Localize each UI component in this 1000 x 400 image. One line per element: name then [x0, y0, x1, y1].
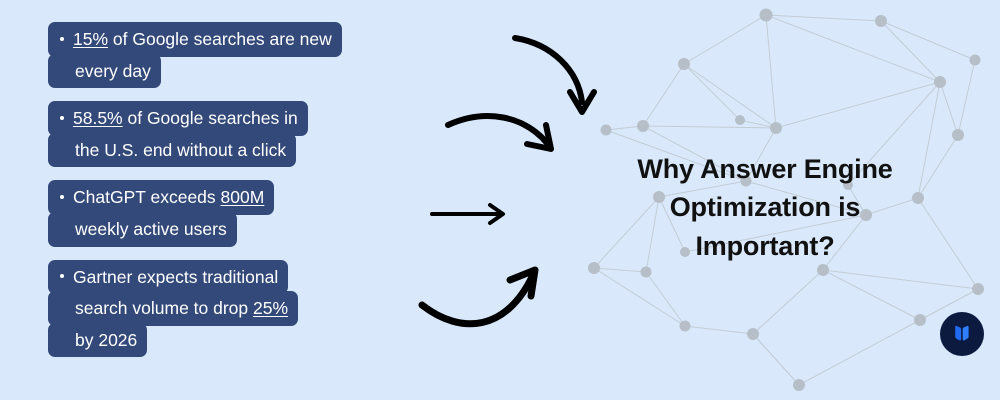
network-link	[752, 269, 824, 335]
bullet-dot-icon	[60, 36, 64, 41]
bullet-line: 15% of Google searches are new	[48, 22, 342, 57]
network-node	[934, 76, 946, 88]
stat-highlight: 25%	[253, 298, 289, 319]
heading-line-1: Why Answer Engine	[637, 154, 893, 184]
stat-highlight: 800M	[220, 187, 265, 208]
bullet-line: the U.S. end without a click	[48, 132, 297, 168]
network-node	[952, 129, 964, 141]
bullet-line-text: Gartner expects traditional	[73, 266, 279, 287]
bullet-line: every day	[48, 53, 161, 89]
network-link	[642, 63, 685, 127]
network-node	[770, 122, 782, 134]
network-link	[683, 63, 777, 129]
arrow-curved-up-right	[418, 266, 539, 328]
network-link	[752, 333, 800, 386]
bullet-line: search volume to drop 25%	[48, 291, 299, 326]
network-node	[735, 115, 745, 125]
network-node	[759, 8, 773, 22]
list-item: ChatGPT exceeds 800M weekly active users	[48, 180, 418, 247]
network-node	[747, 328, 759, 340]
network-node	[640, 266, 652, 278]
network-link	[957, 59, 976, 136]
network-link	[765, 14, 777, 129]
network-link	[775, 81, 941, 129]
network-link	[683, 63, 741, 121]
network-link	[939, 81, 959, 136]
stat-highlight: 15%	[73, 29, 109, 49]
network-link	[683, 14, 767, 65]
network-link	[605, 125, 644, 131]
list-item: Gartner expects traditional search volum…	[48, 259, 418, 358]
network-link	[822, 269, 921, 321]
page-title: Why Answer Engine Optimization is Import…	[600, 150, 930, 265]
network-link	[593, 267, 686, 327]
stat-highlight: 58.5%	[73, 108, 123, 129]
network-link	[739, 119, 777, 129]
network-node	[678, 58, 690, 70]
bullet-dot-icon	[60, 116, 64, 121]
arrow-straight-right	[430, 203, 505, 225]
network-node	[817, 264, 829, 276]
network-link	[765, 14, 882, 22]
network-node	[637, 120, 649, 132]
bullet-line-text: of Google searches in	[122, 108, 298, 129]
network-node	[600, 124, 612, 136]
network-link	[593, 267, 647, 273]
brand-logo[interactable]	[940, 312, 984, 356]
brand-logo-mark-icon	[955, 325, 969, 341]
arrow-curved-down-right	[512, 35, 597, 115]
network-link	[684, 325, 754, 335]
bullet-line: weekly active users	[48, 211, 237, 247]
bullet-line-text: weekly active users	[75, 218, 227, 239]
heading-line-2: Optimization is	[669, 192, 861, 223]
heading-line-3: Important?	[695, 230, 835, 261]
bullet-dot-icon	[60, 274, 64, 279]
network-link	[642, 125, 777, 129]
bullet-line-text: the U.S. end without a click	[75, 139, 287, 160]
list-item: 15% of Google searches are new every day	[48, 22, 418, 89]
list-item: 58.5% of Google searches in the U.S. end…	[48, 101, 418, 168]
arrow-group	[418, 35, 597, 328]
network-node	[588, 262, 600, 274]
network-link	[880, 20, 941, 83]
bullet-dot-icon	[60, 195, 64, 200]
network-link	[798, 319, 921, 386]
network-node	[972, 283, 984, 295]
bullet-line-text: of Google searches are new	[108, 29, 332, 49]
network-link	[645, 271, 686, 327]
bullet-line-text: by 2026	[75, 329, 138, 350]
network-node	[875, 15, 887, 27]
network-node	[969, 54, 981, 66]
bullet-line-text: ChatGPT exceeds	[73, 187, 221, 208]
bullet-line: ChatGPT exceeds 800M	[48, 180, 275, 215]
network-link	[752, 333, 800, 386]
network-node	[914, 314, 926, 326]
network-node	[679, 320, 691, 332]
network-link	[765, 14, 941, 83]
bullet-line: 58.5% of Google searches in	[48, 101, 308, 136]
network-link	[880, 20, 976, 61]
network-node	[793, 379, 805, 391]
statistics-list: 15% of Google searches are new every day…	[48, 22, 418, 370]
bullet-line-text: search volume to drop	[75, 298, 254, 319]
bullet-line: by 2026	[48, 322, 148, 358]
arrow-curved-right-down	[445, 113, 554, 152]
bullet-line-text: every day	[75, 60, 151, 81]
network-link	[822, 269, 979, 290]
bullet-line: Gartner expects traditional	[48, 259, 289, 295]
